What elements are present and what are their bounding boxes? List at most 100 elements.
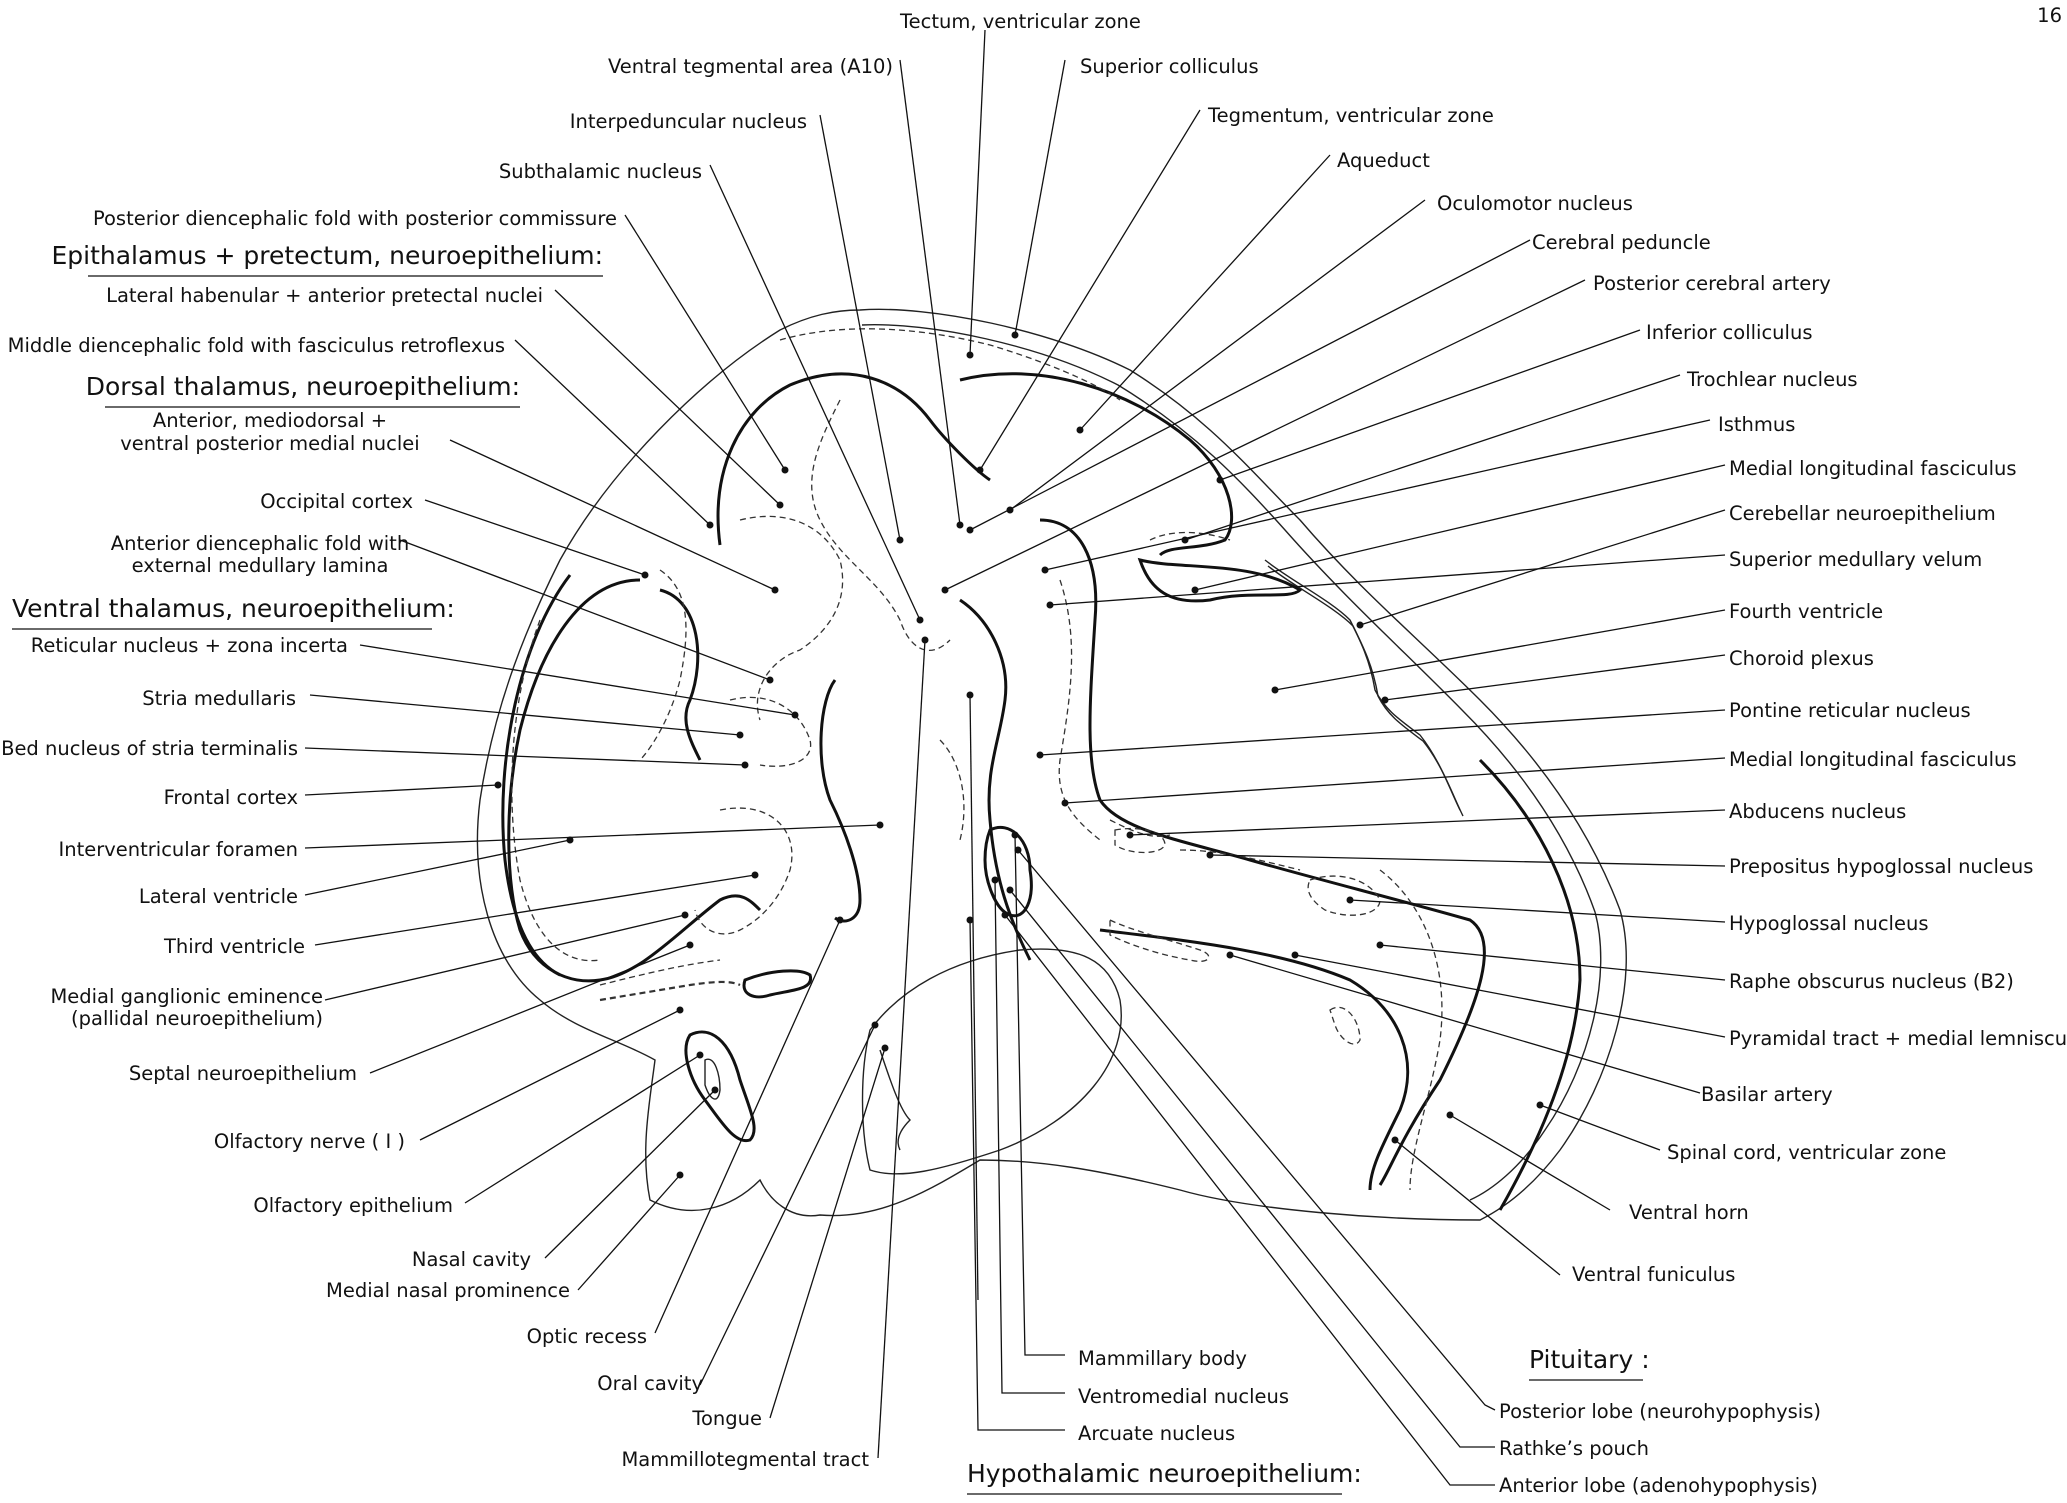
leader-posterior-lobe bbox=[1017, 849, 1496, 1411]
label-optic-recess: Optic recess bbox=[527, 1325, 647, 1348]
dot-oculomotor bbox=[1006, 506, 1014, 514]
leader-sup-medullary-velum bbox=[1049, 554, 1726, 606]
dot-vta bbox=[956, 521, 964, 529]
dashed-hypothalamus bbox=[939, 739, 965, 841]
dot-basilar-artery bbox=[1226, 951, 1234, 959]
label-mlf-upper: Medial longitudinal fasciculus bbox=[1729, 457, 2017, 480]
leader-mammillary-body bbox=[1014, 834, 1065, 1356]
label-basilar-artery: Basilar artery bbox=[1701, 1083, 1833, 1106]
dot-mlf-lower bbox=[1061, 799, 1069, 807]
dot-interventricular-foramen bbox=[876, 821, 884, 829]
dashed-hypoglossal bbox=[1307, 875, 1381, 916]
label-inferior-colliculus: Inferior colliculus bbox=[1646, 321, 1812, 344]
dot-inferior-colliculus bbox=[1216, 476, 1224, 484]
leader-tegmentum-vz bbox=[979, 109, 1201, 471]
olfactory-inner bbox=[704, 1058, 721, 1100]
label-interventricular-foramen: Interventricular foramen bbox=[58, 838, 298, 861]
label-tongue: Tongue bbox=[691, 1407, 762, 1430]
leader-lines bbox=[304, 29, 1726, 1486]
dashed-cerebellar bbox=[1149, 531, 1231, 541]
leader-superior-colliculus bbox=[1014, 59, 1066, 336]
tectum-wall bbox=[716, 372, 991, 546]
leader-rathke bbox=[1009, 889, 1495, 1448]
dot-third-ventricle bbox=[751, 871, 759, 879]
dot-prepositus bbox=[1206, 851, 1214, 859]
dot-anterior-lobe bbox=[1001, 911, 1009, 919]
dot-reticular bbox=[791, 711, 799, 719]
dashed-thalamus bbox=[739, 515, 844, 721]
dot-mid-dienc-fold bbox=[706, 521, 714, 529]
label-isthmus: Isthmus bbox=[1718, 413, 1795, 436]
label-subthalamic: Subthalamic nucleus bbox=[499, 160, 702, 183]
outer-boundary bbox=[476, 308, 1627, 1221]
dot-lateral-ventricle bbox=[566, 836, 574, 844]
label-fourth-ventricle: Fourth ventricle bbox=[1729, 600, 1883, 623]
dot-arcuate bbox=[966, 916, 974, 924]
leader-hypoglossal bbox=[1349, 899, 1726, 923]
leader-fourth-ventricle bbox=[1274, 609, 1726, 691]
fourth-ventricle-wall bbox=[1137, 557, 1303, 603]
dot-cerebral-peduncle bbox=[966, 526, 974, 534]
dashed-spinal bbox=[1379, 869, 1443, 1191]
leader-olfactory-epithelium bbox=[464, 1054, 701, 1204]
leader-reticular bbox=[359, 644, 796, 716]
label-tectum-vz: Tectum, ventricular zone bbox=[899, 10, 1141, 33]
leader-cerebellar-ne bbox=[1359, 509, 1726, 626]
dot-mammillary-body bbox=[1011, 831, 1019, 839]
leader-anterior-lobe bbox=[1004, 914, 1495, 1486]
dashed-pretectum bbox=[811, 399, 951, 651]
label-anterior-md-2: ventral posterior medial nuclei bbox=[120, 432, 419, 455]
dot-mge bbox=[681, 911, 689, 919]
header-ventral-thalamus: Ventral thalamus, neuroepithelium: bbox=[12, 594, 455, 623]
label-mid-dienc-fold: Middle diencephalic fold with fasciculus… bbox=[8, 334, 505, 357]
label-posterior-lobe: Posterior lobe (neurohypophysis) bbox=[1499, 1400, 1821, 1423]
dot-hypothalamic bbox=[966, 691, 974, 699]
leader-third-ventricle bbox=[314, 874, 756, 946]
dot-spinal-cord-vz bbox=[1536, 1101, 1544, 1109]
tongue-outline bbox=[879, 1049, 911, 1151]
leader-subthalamic bbox=[709, 164, 921, 621]
dot-medial-nasal-prominence bbox=[676, 1171, 684, 1179]
leader-interpeduncular bbox=[819, 114, 901, 541]
label-vta: Ventral tegmental area (A10) bbox=[608, 55, 893, 78]
nasal-shape bbox=[742, 969, 813, 999]
label-anterior-md-1: Anterior, mediodorsal + bbox=[153, 409, 387, 432]
leader-bed-nucleus bbox=[304, 747, 746, 766]
label-cerebral-peduncle: Cerebral peduncle bbox=[1532, 231, 1711, 254]
label-medial-nasal-prominence: Medial nasal prominence bbox=[326, 1279, 570, 1302]
leader-hypothalamic bbox=[969, 694, 979, 1301]
label-lat-habenular: Lateral habenular + anterior pretectal n… bbox=[106, 284, 543, 307]
dot-mlf-upper bbox=[1191, 586, 1199, 594]
pituitary-outline bbox=[983, 826, 1033, 918]
dashed-tectum bbox=[779, 328, 1121, 401]
leader-mammillotegmental bbox=[877, 639, 926, 1459]
label-superior-colliculus: Superior colliculus bbox=[1080, 55, 1259, 78]
dot-post-cerebral-artery bbox=[941, 586, 949, 594]
dot-abducens bbox=[1126, 831, 1134, 839]
leader-medial-nasal-prominence bbox=[577, 1174, 681, 1291]
label-ventral-horn: Ventral horn bbox=[1629, 1201, 1749, 1224]
label-mammillary-body: Mammillary body bbox=[1078, 1347, 1247, 1370]
dot-isthmus bbox=[1041, 566, 1049, 574]
dot-raphe-obscurus bbox=[1376, 941, 1384, 949]
header-hypothalamic: Hypothalamic neuroepithelium: bbox=[967, 1459, 1362, 1488]
third-ventricle-wall-right bbox=[959, 598, 1032, 961]
leader-inferior-colliculus bbox=[1219, 329, 1641, 481]
dot-stria-medullaris bbox=[736, 731, 744, 739]
label-lateral-ventricle: Lateral ventricle bbox=[139, 885, 298, 908]
leader-lateral-ventricle bbox=[304, 839, 571, 896]
inner-boundary bbox=[861, 324, 1602, 1201]
leader-raphe-obscurus bbox=[1379, 944, 1726, 981]
leader-ventral-horn bbox=[1449, 1114, 1611, 1211]
leader-mid-dienc-fold bbox=[514, 339, 711, 526]
dashed-brainstem-2 bbox=[1109, 819, 1171, 837]
leader-stria-medullaris bbox=[309, 694, 741, 736]
aqueduct-wall bbox=[959, 372, 1233, 557]
leader-pyramidal bbox=[1294, 954, 1726, 1038]
label-mammillotegmental: Mammillotegmental tract bbox=[621, 1448, 869, 1471]
leader-spinal-cord-vz bbox=[1539, 1104, 1661, 1151]
leader-prepositus bbox=[1209, 854, 1726, 867]
leader-aqueduct bbox=[1079, 154, 1331, 431]
dashed-prepositus bbox=[1179, 849, 1301, 871]
leader-ventromedial bbox=[994, 879, 1065, 1394]
